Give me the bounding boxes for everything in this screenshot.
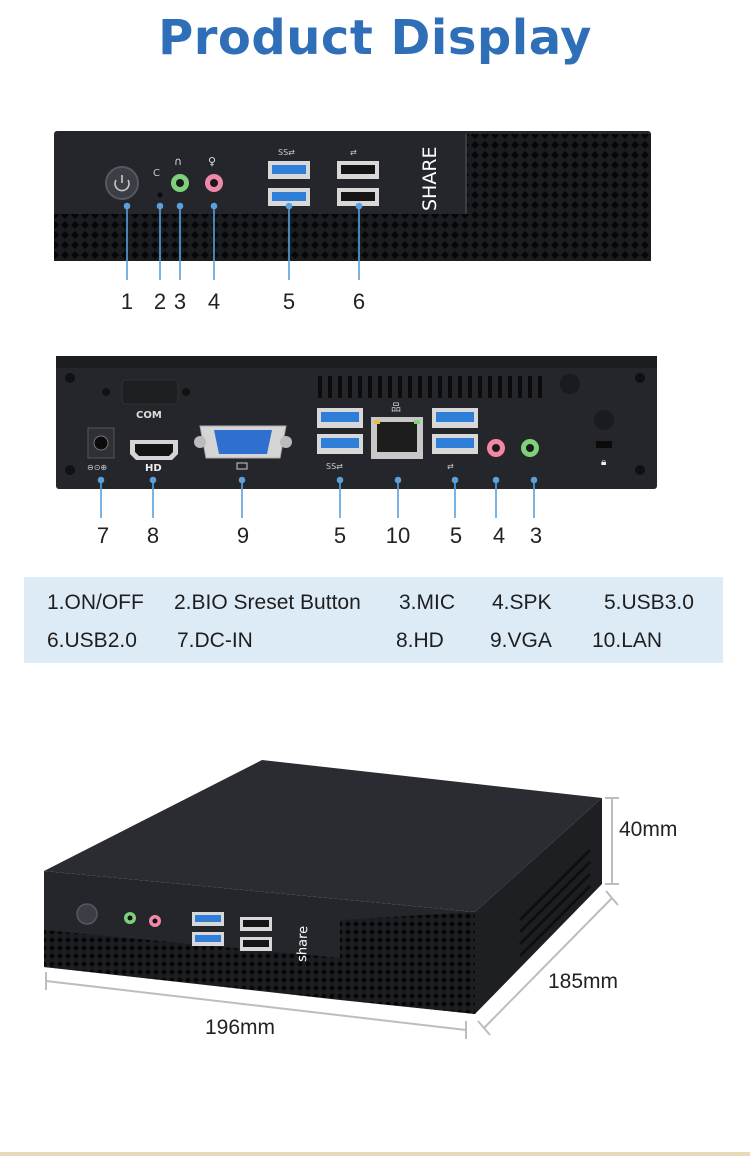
svg-text:C: C [153, 168, 160, 179]
legend-item: 10.LAN [592, 629, 663, 652]
rear-callout-4: 4 [492, 523, 506, 548]
front-callout-1: 1 [120, 289, 134, 314]
height-dimension: 40mm [619, 818, 678, 841]
legend-item: 3.MIC [399, 591, 456, 614]
front-panel-diagram: C ∩ ♀ SS⇄ ⇄ SHARE [54, 131, 651, 280]
width-dimension: 196mm [205, 1016, 276, 1039]
front-callout-3: 3 [173, 289, 187, 314]
front-vent-right [466, 134, 651, 261]
svg-text:⊖⊙⊕: ⊖⊙⊕ [87, 463, 107, 472]
front-brand-logo: SHARE [419, 146, 441, 211]
legend-item: 5.USB3.0 [604, 591, 694, 614]
com-label: COM [136, 410, 162, 421]
isometric-view: share [44, 760, 619, 1039]
front-callout-6: 6 [352, 289, 366, 314]
legend-item: 8.HD [396, 629, 444, 652]
chassis-side [475, 798, 602, 1014]
reset-hole [157, 192, 163, 198]
svg-text:⇄: ⇄ [447, 462, 454, 471]
legend-item: 1.ON/OFF [47, 591, 144, 614]
kensington-lock [596, 441, 612, 448]
svg-text:share: share [295, 926, 311, 963]
svg-text:SS⇄: SS⇄ [326, 462, 343, 471]
front-callout-4: 4 [207, 289, 221, 314]
svg-text:∩: ∩ [174, 155, 182, 168]
com-knockout [121, 379, 179, 405]
rear-callout-5a: 5 [333, 523, 347, 548]
rear-callout-9: 9 [236, 523, 250, 548]
front-callout-2: 2 [153, 289, 167, 314]
hd-label: HD [145, 463, 162, 474]
bottom-divider [0, 1152, 750, 1156]
legend-item: 7.DC-IN [177, 629, 253, 652]
legend-item: 6.USB2.0 [47, 629, 137, 652]
rear-callout-3: 3 [529, 523, 543, 548]
rear-callout-8: 8 [146, 523, 160, 548]
rear-callout-5b: 5 [449, 523, 463, 548]
svg-text:♀: ♀ [208, 155, 216, 168]
svg-text:SS⇄: SS⇄ [278, 148, 295, 157]
rear-callout-7: 7 [96, 523, 110, 548]
chassis-top [44, 760, 602, 912]
rear-panel-diagram: COM ⊖⊙⊕ HD SS⇄ 品 ⇄ [56, 356, 657, 518]
legend-item: 9.VGA [490, 629, 552, 652]
page-title: Product Display [158, 10, 592, 66]
front-vent-lower [54, 214, 466, 261]
rear-callout-10: 10 [385, 523, 411, 548]
svg-text:⇄: ⇄ [350, 148, 357, 157]
svg-text:🔒︎: 🔒︎ [601, 457, 606, 468]
front-callout-5: 5 [282, 289, 296, 314]
svg-text:品: 品 [391, 402, 401, 414]
port-legend: 1.ON/OFF 2.BIO Sreset Button 3.MIC 4.SPK… [24, 577, 723, 663]
legend-item: 2.BIO Sreset Button [174, 591, 361, 614]
depth-dimension: 185mm [548, 970, 619, 993]
legend-item: 4.SPK [492, 591, 552, 614]
